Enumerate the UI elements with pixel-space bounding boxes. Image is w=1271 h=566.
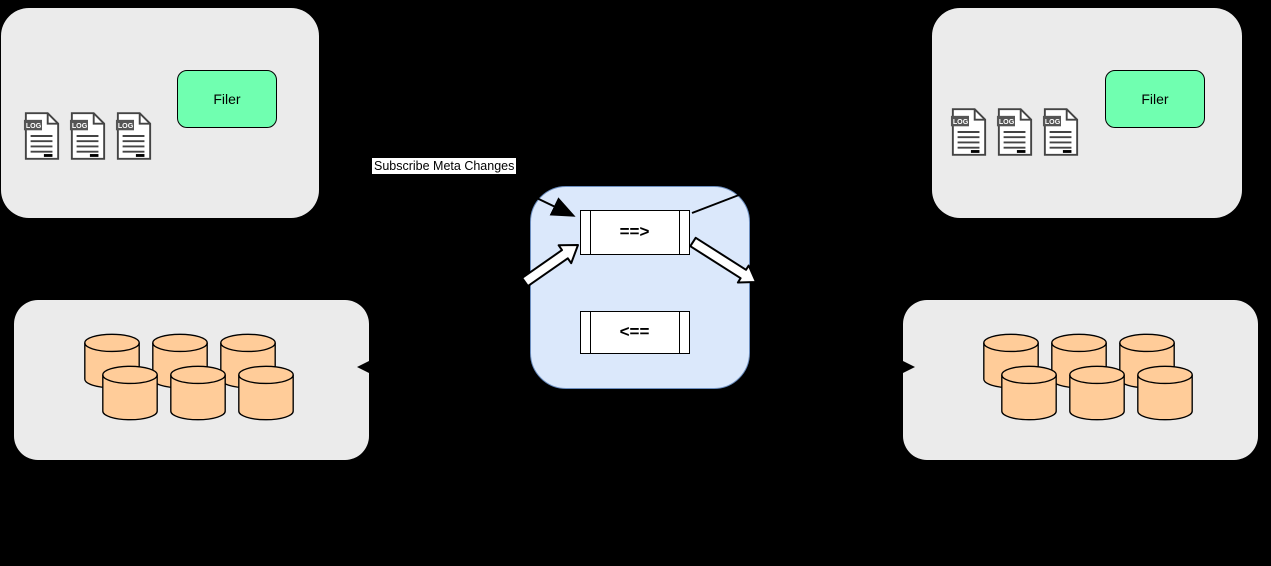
backward-queue: <== (579, 310, 690, 354)
volume-cylinder-icon (99, 364, 161, 422)
log-file-icon (23, 112, 61, 160)
remote-filer-cluster-box: Filer (932, 8, 1242, 218)
log-file-icon (69, 112, 107, 160)
subscribe-meta-label: Subscribe Meta Changes (372, 158, 517, 174)
queue-left-bar (589, 210, 591, 254)
volume-cylinder-icon (1134, 364, 1196, 422)
volume-cylinder-icon (235, 364, 297, 422)
forward-queue: ==> (579, 209, 690, 255)
remote-volume-cluster-box (903, 300, 1258, 460)
filer-node-right: Filer (1105, 70, 1205, 128)
local-filer-cluster-box: Filer (1, 8, 319, 218)
forward-queue-label: ==> (619, 222, 650, 241)
log-file-icon (950, 108, 988, 156)
queue-left-bar (589, 311, 591, 353)
log-file-icon (115, 112, 153, 160)
queue-right-bar (678, 210, 680, 254)
filer-label-left: Filer (213, 91, 241, 107)
sync-service-box: ==> <== (530, 186, 750, 389)
volume-cylinder-icon (998, 364, 1060, 422)
volume-cylinder-icon (1066, 364, 1128, 422)
volume-cylinder-icon (167, 364, 229, 422)
log-file-icon (1042, 108, 1080, 156)
backward-queue-label: <== (619, 322, 650, 341)
queue-right-bar (678, 311, 680, 353)
filer-node-left: Filer (177, 70, 277, 128)
log-file-icon (996, 108, 1034, 156)
filer-label-right: Filer (1141, 91, 1169, 107)
local-volume-cluster-box (14, 300, 369, 460)
